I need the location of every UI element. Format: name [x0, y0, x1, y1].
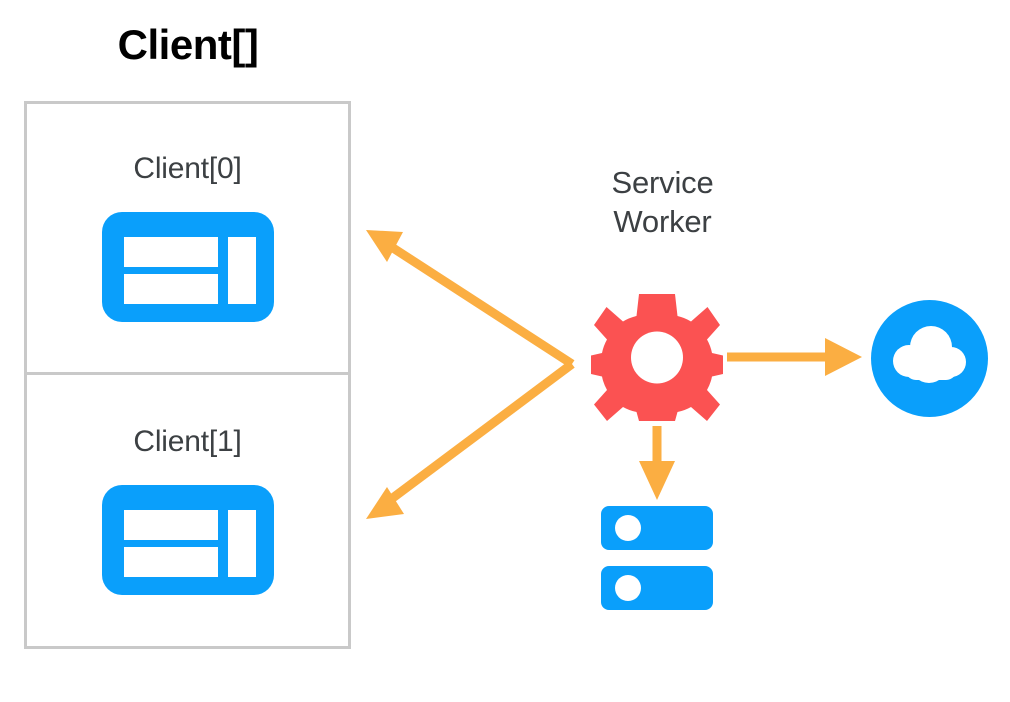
storage-node[interactable]: [601, 506, 713, 610]
client-1-cell[interactable]: Client[1]: [27, 372, 348, 646]
server-stack-icon: [601, 506, 713, 610]
page-title: Client[]: [117, 21, 259, 68]
client-0-cell[interactable]: Client[0]: [27, 104, 348, 369]
cloud-network-node[interactable]: [871, 300, 988, 417]
browser-window-icon: [101, 212, 274, 322]
client-0-label: Client[0]: [133, 152, 242, 185]
arrow-sw-to-client-0: [366, 230, 575, 368]
clients-array-container: Client[0] Client[1]: [24, 101, 351, 649]
arrow-sw-to-storage: [639, 426, 675, 500]
arrow-sw-to-cloud: [727, 338, 862, 376]
service-worker-node[interactable]: [591, 294, 723, 421]
cloud-icon: [871, 300, 988, 417]
arrow-sw-to-client-1: [366, 360, 575, 519]
service-worker-label-line-2: Worker: [613, 204, 712, 239]
service-worker-label-line-1: Service: [611, 165, 714, 200]
gear-icon: [591, 294, 723, 421]
service-worker-label: Service Worker: [560, 163, 765, 241]
browser-window-icon: [101, 485, 274, 595]
client-1-label: Client[1]: [133, 425, 242, 458]
